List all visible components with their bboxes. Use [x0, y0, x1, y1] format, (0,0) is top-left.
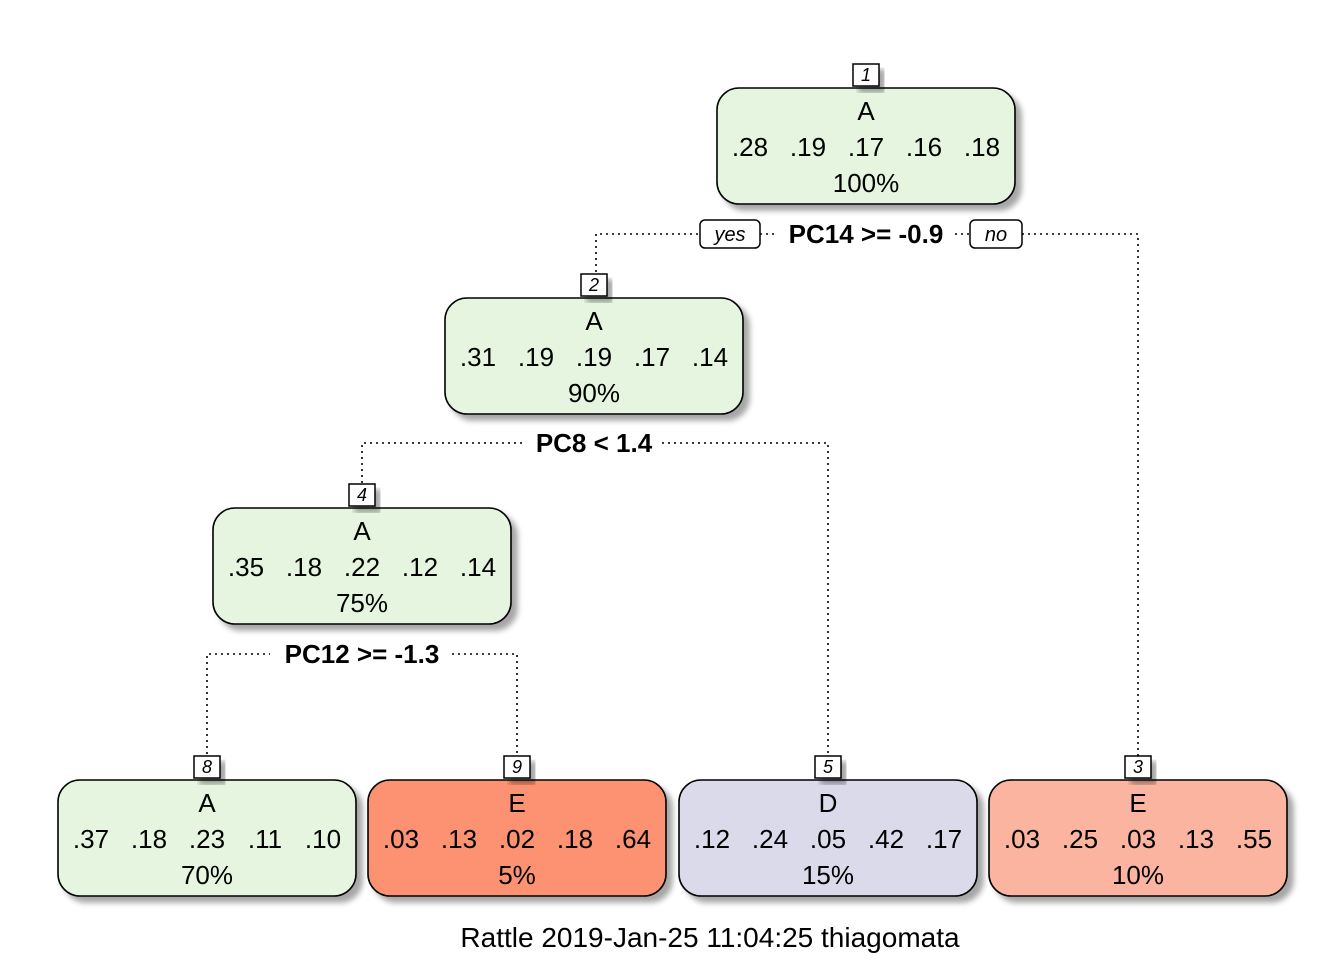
node-percent: 100% — [833, 168, 900, 198]
node-percent: 15% — [802, 860, 854, 890]
node-prob-1: .12 — [694, 824, 730, 854]
node-index-tag: 3 — [1124, 755, 1152, 779]
node-prob-2: .18 — [131, 824, 167, 854]
node-prob-5: .14 — [460, 552, 496, 582]
split-label-node-2: PC8 < 1.4 — [536, 428, 653, 458]
node-box — [716, 87, 1016, 205]
node-class: A — [585, 306, 603, 336]
branch-label-yes: yes — [699, 219, 761, 249]
tree-node-9: 9E .03 .13 .02 .18 .64 5% — [367, 755, 667, 897]
node-index-text: 9 — [512, 757, 522, 777]
edge-1-3 — [1022, 233, 1139, 760]
node-prob-3: .17 — [848, 132, 884, 162]
node-class: E — [508, 788, 525, 818]
node-box — [57, 779, 357, 897]
footer-caption: Rattle 2019-Jan-25 11:04:25 thiagomata — [460, 922, 960, 953]
node-prob-1: .31 — [460, 342, 496, 372]
tree-node-8: 8A .37 .18 .23 .11 .10 70% — [57, 755, 357, 897]
node-prob-2: .24 — [752, 824, 788, 854]
split-label-node-4: PC12 >= -1.3 — [285, 639, 440, 669]
tree-edges — [206, 233, 1139, 760]
branch-label-yes-text: yes — [712, 224, 745, 246]
node-prob-1: .03 — [1004, 824, 1040, 854]
node-index-tag: 2 — [580, 273, 608, 297]
branch-label-no: no — [969, 219, 1023, 249]
node-class: E — [1129, 788, 1146, 818]
node-percent: 10% — [1112, 860, 1164, 890]
node-prob-3: .19 — [576, 342, 612, 372]
edge-4-8 — [206, 653, 270, 760]
node-percent: 5% — [498, 860, 536, 890]
node-prob-3: .05 — [810, 824, 846, 854]
node-prob-2: .18 — [286, 552, 322, 582]
node-box — [212, 507, 512, 625]
node-index-tag: 9 — [503, 755, 531, 779]
node-prob-3: .03 — [1120, 824, 1156, 854]
node-index-text: 8 — [202, 757, 212, 777]
tree-node-3: 3E .03 .25 .03 .13 .55 10% — [988, 755, 1288, 897]
node-prob-5: .10 — [305, 824, 341, 854]
edge-2-4 — [361, 442, 526, 483]
node-index-text: 1 — [861, 65, 871, 85]
node-percent: 90% — [568, 378, 620, 408]
node-prob-4: .16 — [906, 132, 942, 162]
node-class: A — [857, 96, 875, 126]
tree-node-2: 2A .31 .19 .19 .17 .14 90% — [444, 273, 744, 415]
node-prob-1: .28 — [732, 132, 768, 162]
node-class: A — [198, 788, 216, 818]
edge-1-2 — [595, 233, 700, 272]
node-prob-4: .13 — [1178, 824, 1214, 854]
node-index-text: 4 — [357, 485, 367, 505]
split-label-node-1: PC14 >= -0.9 — [789, 219, 944, 249]
node-prob-1: .03 — [383, 824, 419, 854]
branch-label-no-text: no — [985, 224, 1007, 246]
node-box — [678, 779, 978, 897]
node-prob-4: .42 — [868, 824, 904, 854]
node-percent: 75% — [336, 588, 388, 618]
tree-nodes: 1A.28.19.17.16.18100%2A.31.19.19.17.1490… — [57, 63, 1288, 897]
node-prob-2: .25 — [1062, 824, 1098, 854]
node-prob-4: .11 — [248, 824, 282, 854]
node-prob-3: .23 — [189, 824, 225, 854]
node-prob-1: .37 — [73, 824, 109, 854]
node-prob-5: .14 — [692, 342, 728, 372]
node-prob-2: .13 — [441, 824, 477, 854]
node-index-text: 3 — [1133, 757, 1143, 777]
node-prob-4: .12 — [402, 552, 438, 582]
node-index-tag: 1 — [852, 63, 880, 87]
node-index-tag: 4 — [348, 483, 376, 507]
tree-node-4: 4A .35 .18 .22 .12 .14 75% — [212, 483, 512, 625]
node-class: A — [353, 516, 371, 546]
node-prob-3: .22 — [344, 552, 380, 582]
node-prob-2: .19 — [790, 132, 826, 162]
node-index-tag: 5 — [814, 755, 842, 779]
node-prob-4: .17 — [634, 342, 670, 372]
node-percent: 70% — [181, 860, 233, 890]
node-prob-5: .64 — [615, 824, 651, 854]
node-prob-2: .19 — [518, 342, 554, 372]
node-index-tag: 8 — [193, 755, 221, 779]
node-box — [367, 779, 667, 897]
node-index-text: 2 — [588, 275, 599, 295]
node-prob-1: .35 — [228, 552, 264, 582]
node-box — [988, 779, 1288, 897]
node-prob-5: .55 — [1236, 824, 1272, 854]
edge-2-5 — [662, 442, 829, 760]
edge-4-9 — [452, 653, 518, 760]
tree-node-5: 5D .12 .24 .05 .42 .17 15% — [678, 755, 978, 897]
node-class: D — [819, 788, 838, 818]
node-prob-5: .18 — [964, 132, 1000, 162]
node-prob-3: .02 — [499, 824, 535, 854]
node-prob-4: .18 — [557, 824, 593, 854]
node-index-text: 5 — [823, 757, 834, 777]
node-box — [444, 297, 744, 415]
tree-node-1: 1A .28 .19 .17 .16 .18 100% — [716, 63, 1016, 205]
node-prob-5: .17 — [926, 824, 962, 854]
